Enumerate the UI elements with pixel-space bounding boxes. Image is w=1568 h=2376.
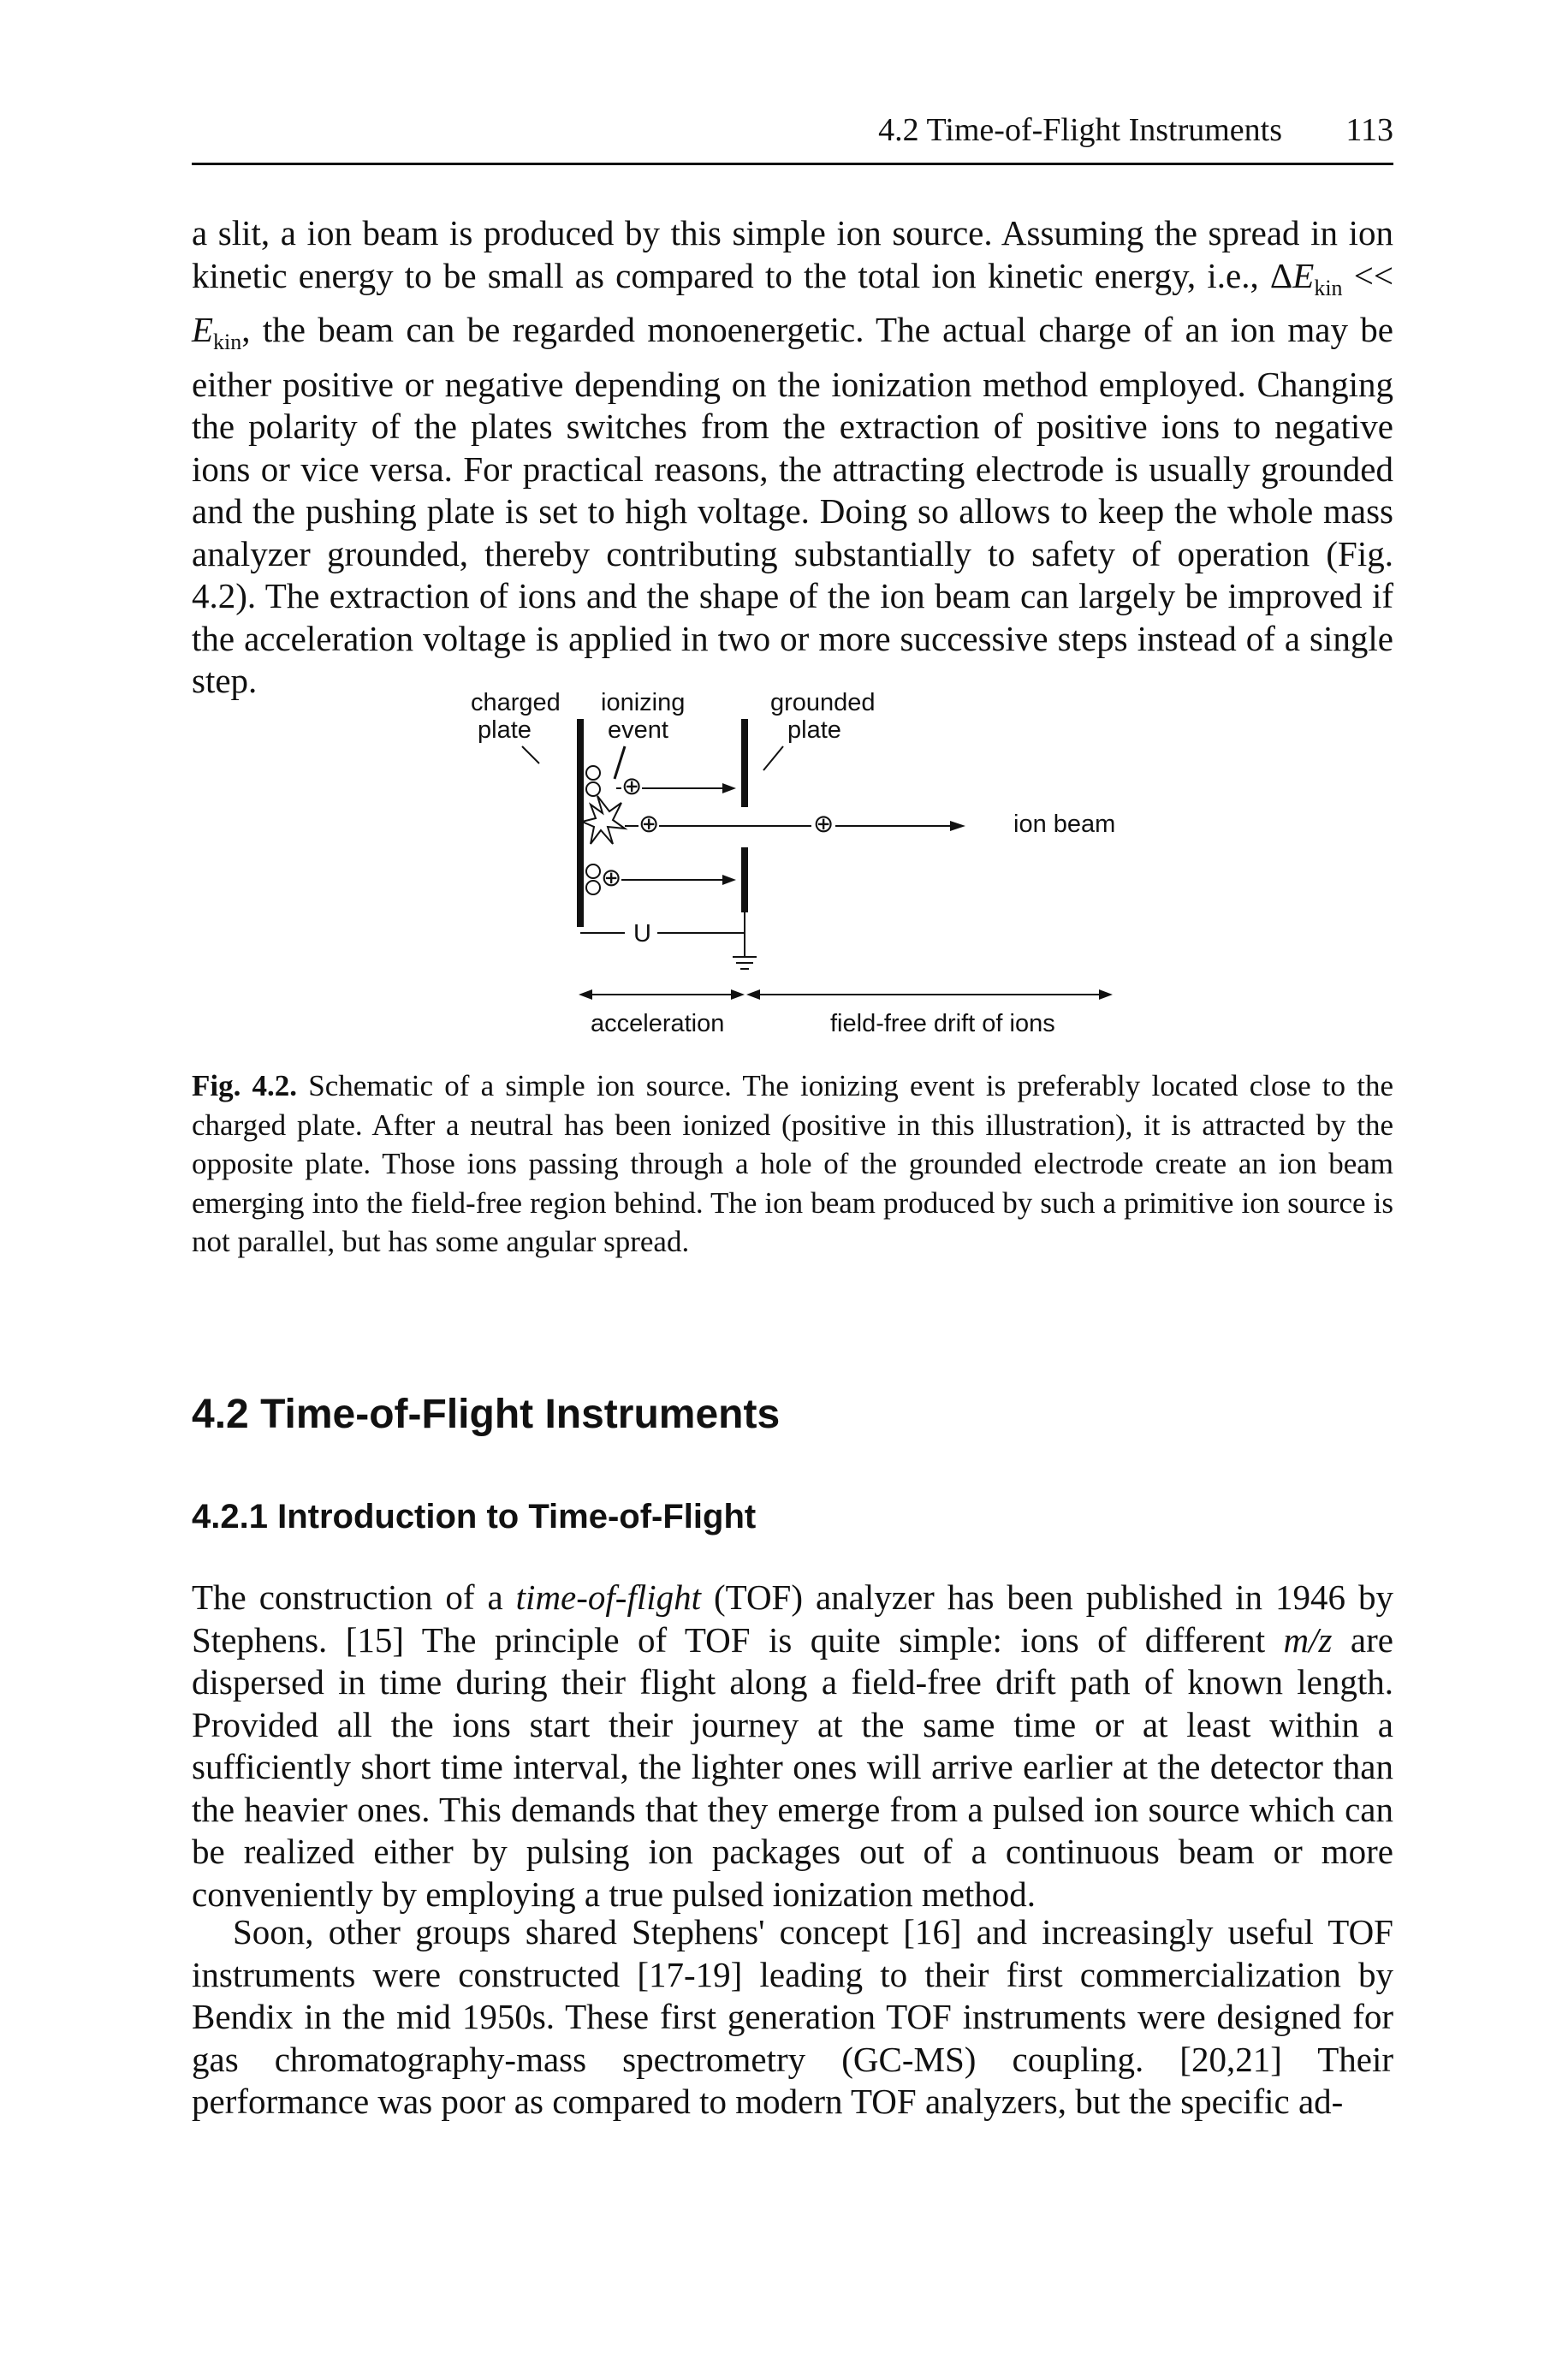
grounded-plate-label-2: plate	[787, 716, 841, 744]
charged-plate-label-1: charged	[471, 689, 561, 716]
tof-term: time-of-flight	[515, 1577, 702, 1617]
grounded-pointer-line	[763, 745, 784, 771]
charged-pointer-line	[521, 745, 540, 764]
region-arrows	[579, 989, 1113, 1000]
e-symbol-2: E	[192, 310, 214, 350]
arrowhead	[722, 783, 736, 793]
kin-subscript-2: kin	[213, 330, 242, 355]
acceleration-label: acceleration	[591, 1010, 724, 1037]
paragraph-top: a slit, a ion beam is produced by this s…	[192, 212, 1393, 703]
much-less-than: <<	[1342, 255, 1393, 295]
figure-caption-label: Fig. 4.2.	[192, 1069, 298, 1102]
ionizing-event-label-2: event	[608, 716, 668, 744]
paragraph-top-part2: , the beam can be regarded monoenergetic…	[192, 310, 1393, 701]
paragraph-2: Soon, other groups shared Stephens' conc…	[192, 1911, 1393, 2124]
ion-symbol-3: ⊕	[813, 811, 834, 838]
arrowhead	[722, 875, 736, 885]
arrowhead	[950, 821, 965, 831]
ionizing-star-icon	[579, 795, 628, 845]
paragraph-2-text: Soon, other groups shared Stephens' conc…	[192, 1912, 1393, 2121]
kin-subscript-1: kin	[1314, 275, 1343, 300]
ion-source-schematic: charged plate ionizing event grounded pl…	[471, 689, 1115, 1037]
paragraph-1-part1: The construction of a	[192, 1577, 516, 1617]
voltage-label: U	[633, 920, 651, 947]
e-symbol-1: E	[1292, 255, 1315, 295]
ion-trajectories: ⊕ ⊕ ⊕ ⊕	[601, 773, 965, 892]
page-number: 113	[1345, 112, 1393, 148]
delta-symbol: Δ	[1269, 255, 1293, 295]
ion-symbol-1: ⊕	[621, 773, 642, 800]
drift-region-label: field-free drift of ions	[830, 1010, 1055, 1037]
figure-caption: Fig. 4.2. Schematic of a simple ion sour…	[192, 1066, 1393, 1262]
ionizing-event-label-1: ionizing	[601, 689, 685, 716]
ion-beam-label: ion beam	[1013, 811, 1115, 838]
charged-plate-label-2: plate	[478, 716, 532, 744]
ion-symbol-2: ⊕	[638, 811, 659, 838]
paragraph-1: The construction of a time-of-flight (TO…	[192, 1577, 1393, 1916]
paragraph-1-part2: (TOF) analyzer has been published in 194…	[192, 1577, 1393, 1660]
paragraph-top-part1: a slit, a ion beam is produced by this s…	[192, 213, 1393, 295]
subsection-heading: 4.2.1 Introduction to Time-of-Flight	[192, 1498, 757, 1535]
grounded-plate-label-1: grounded	[770, 689, 876, 716]
running-header-title: 4.2 Time-of-Flight Instruments	[878, 112, 1282, 148]
running-header: 4.2 Time-of-Flight Instruments 113	[192, 111, 1393, 165]
ion-symbol-4: ⊕	[601, 864, 621, 892]
ionizing-pointer-line	[613, 745, 627, 780]
section-heading: 4.2 Time-of-Flight Instruments	[192, 1392, 781, 1437]
figure-caption-text: Schematic of a simple ion source. The io…	[192, 1069, 1394, 1258]
mz-term: m/z	[1283, 1619, 1333, 1660]
neutral-molecules	[585, 765, 601, 895]
paragraph-1-part3: are dispersed in time during their fligh…	[192, 1619, 1393, 1914]
ground-symbol	[733, 956, 757, 970]
